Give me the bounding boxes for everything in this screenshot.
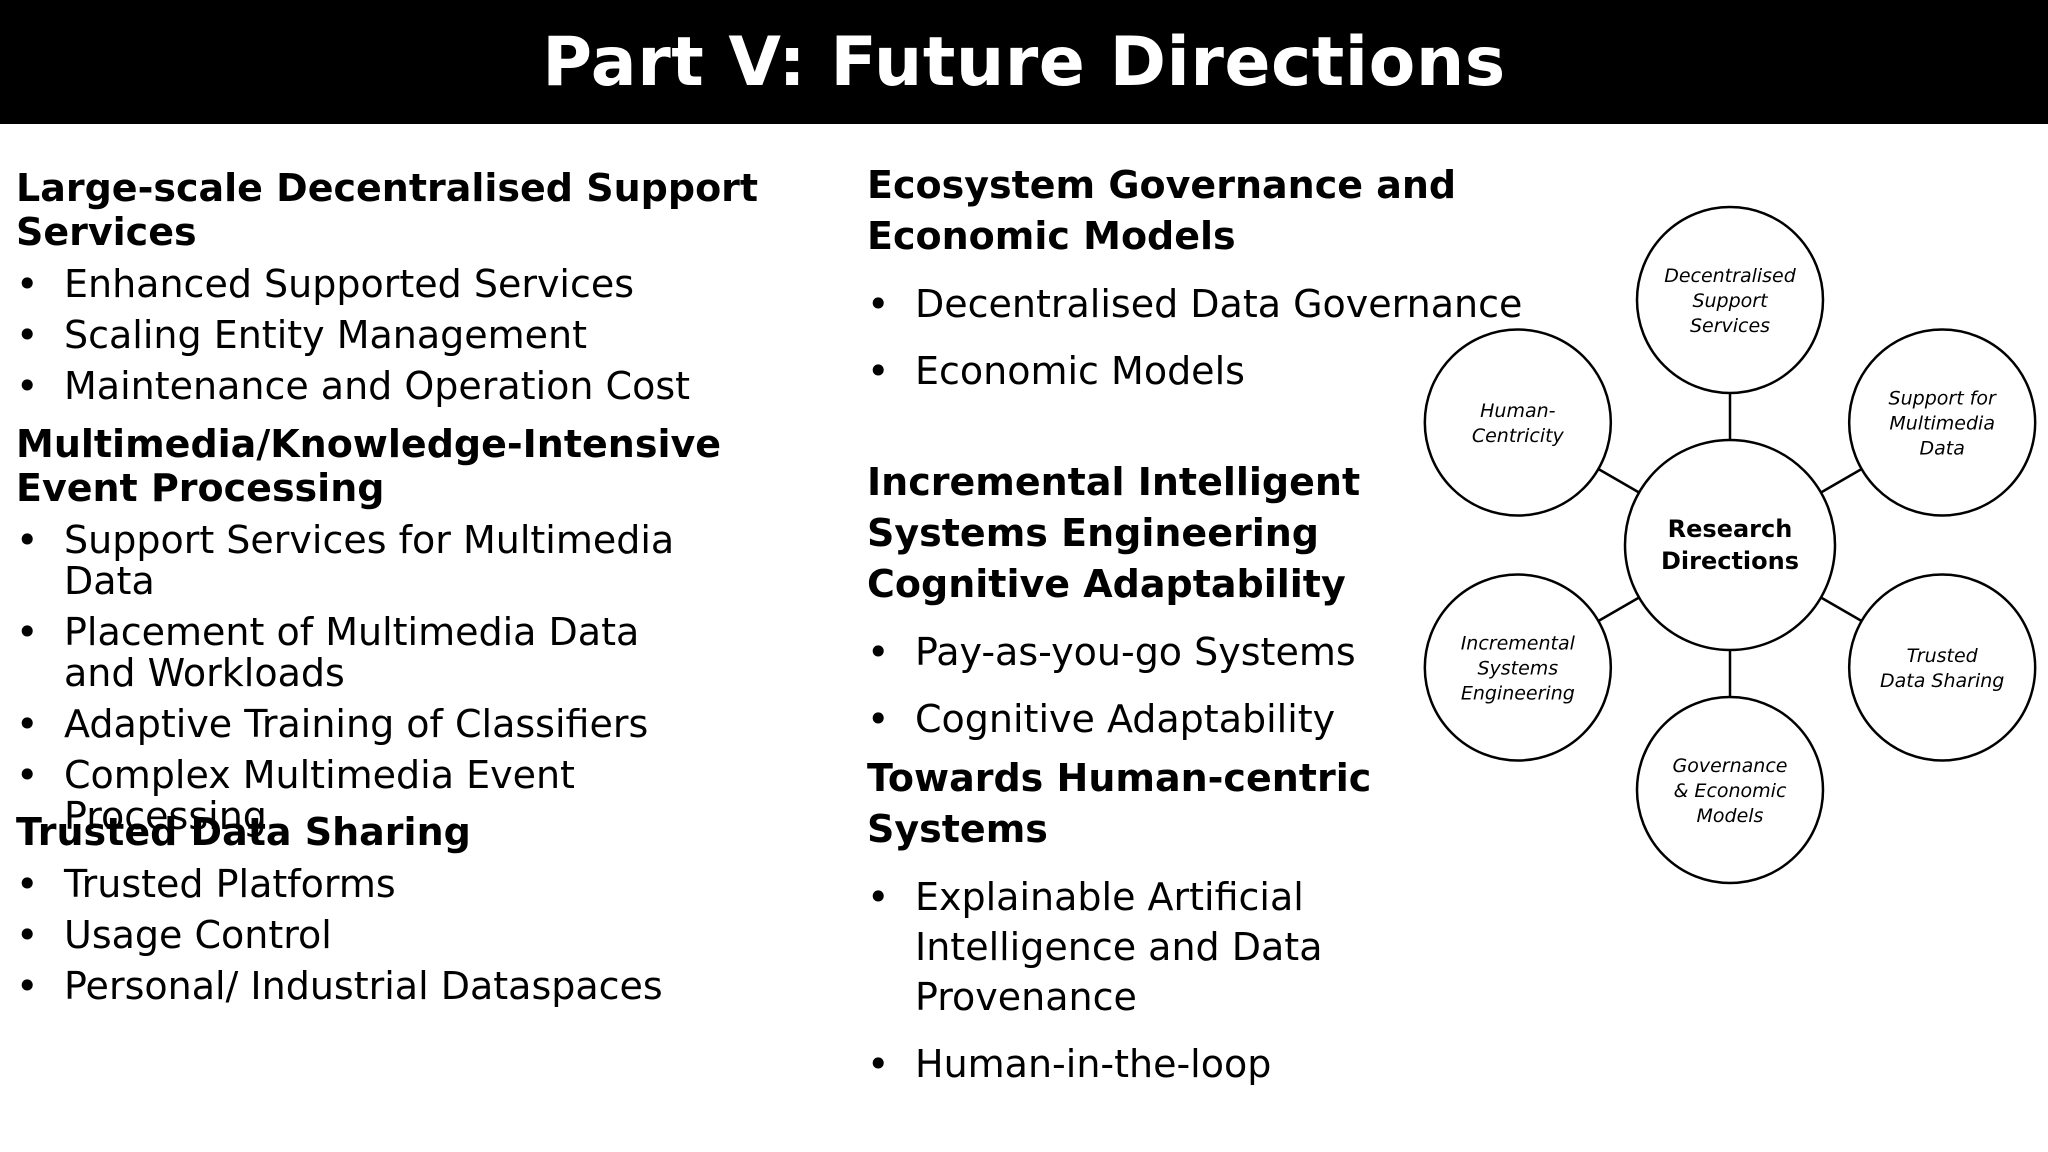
list-item: •Support Services for Multimedia Data	[16, 518, 675, 603]
direction-node	[1423, 328, 1613, 517]
bullet-icon: •	[16, 702, 39, 746]
bullet-list: •Trusted Platforms •Usage Control •Perso…	[16, 864, 816, 1007]
bullet-icon: •	[16, 262, 39, 306]
bullet-list: •Decentralised Data Governance •Economic…	[867, 279, 1547, 396]
bullet-icon: •	[867, 1042, 890, 1086]
bullet-list: •Explainable Artificial Intelligence and…	[867, 872, 1507, 1089]
bullet-icon: •	[867, 349, 890, 393]
connector-line	[1597, 596, 1640, 623]
section-heading: Trusted Data Sharing	[16, 810, 471, 854]
direction-node	[1635, 205, 1825, 395]
list-item: •Complex Multimedia Event Processing	[16, 753, 575, 838]
list-item: •Enhanced Supported Services	[16, 262, 635, 306]
section-human-centric: Towards Human-centric Systems •Explainab…	[867, 753, 1507, 1089]
bullet-icon: •	[867, 630, 890, 674]
title-bar: Part V: Future Directions	[0, 0, 2048, 124]
list-item: •Maintenance and Operation Cost	[16, 364, 691, 408]
bullet-icon: •	[16, 964, 39, 1008]
direction-node	[1635, 695, 1825, 885]
bullet-icon: •	[16, 862, 39, 906]
bullet-icon: •	[867, 282, 890, 326]
section-heading: Incremental Intelligent Systems Engineer…	[867, 460, 1361, 606]
section-decentralised-support: Large-scale Decentralised Support Servic…	[16, 166, 816, 407]
section-ecosystem-governance: Ecosystem Governance and Economic Models…	[867, 160, 1547, 396]
list-item: •Personal/ Industrial Dataspaces	[16, 964, 663, 1008]
list-item: •Human-in-the-loop	[867, 1039, 1507, 1089]
section-multimedia-event-processing: Multimedia/Knowledge-Intensive Event Pro…	[16, 422, 776, 837]
bullet-icon: •	[16, 518, 39, 562]
list-item: •Trusted Platforms	[16, 862, 396, 906]
direction-node	[1847, 573, 2037, 762]
direction-node	[1847, 328, 2037, 517]
bullet-icon: •	[867, 875, 890, 919]
center-node	[1623, 438, 1837, 652]
bullet-icon: •	[16, 364, 39, 408]
section-heading: Multimedia/Knowledge-Intensive Event Pro…	[16, 422, 722, 510]
direction-node	[1423, 573, 1613, 762]
section-trusted-data-sharing: Trusted Data Sharing •Trusted Platforms …	[16, 810, 816, 1007]
bullet-icon: •	[16, 913, 39, 957]
list-item: •Pay-as-you-go Systems	[867, 627, 1507, 677]
list-item: •Decentralised Data Governance	[867, 279, 1547, 329]
bullet-list: •Pay-as-you-go Systems •Cognitive Adapta…	[867, 627, 1507, 744]
connector-line	[1597, 467, 1640, 494]
bullet-list: •Support Services for Multimedia Data •P…	[16, 520, 776, 837]
section-heading: Towards Human-centric Systems	[867, 756, 1372, 851]
section-incremental-systems: Incremental Intelligent Systems Engineer…	[867, 457, 1507, 744]
connector-line	[1820, 596, 1863, 623]
bullet-icon: •	[16, 753, 39, 797]
bullet-list: •Enhanced Supported Services •Scaling En…	[16, 264, 816, 407]
section-heading: Large-scale Decentralised Support Servic…	[16, 166, 759, 254]
bullet-icon: •	[16, 610, 39, 654]
bullet-icon: •	[16, 313, 39, 357]
list-item: •Explainable Artificial Intelligence and…	[867, 872, 1515, 1022]
slide-title: Part V: Future Directions	[542, 22, 1506, 102]
list-item: •Economic Models	[867, 346, 1547, 396]
list-item: •Usage Control	[16, 913, 332, 957]
bullet-icon: •	[867, 697, 890, 741]
connector-line	[1820, 467, 1863, 494]
list-item: •Adaptive Training of Classifiers	[16, 702, 649, 746]
list-item: •Cognitive Adaptability	[867, 694, 1507, 744]
section-heading: Ecosystem Governance and Economic Models	[867, 163, 1457, 258]
list-item: •Placement of Multimedia Data and Worklo…	[16, 610, 640, 695]
list-item: •Scaling Entity Management	[16, 313, 588, 357]
direction-node-label: Human-Centricity	[1472, 400, 1565, 447]
